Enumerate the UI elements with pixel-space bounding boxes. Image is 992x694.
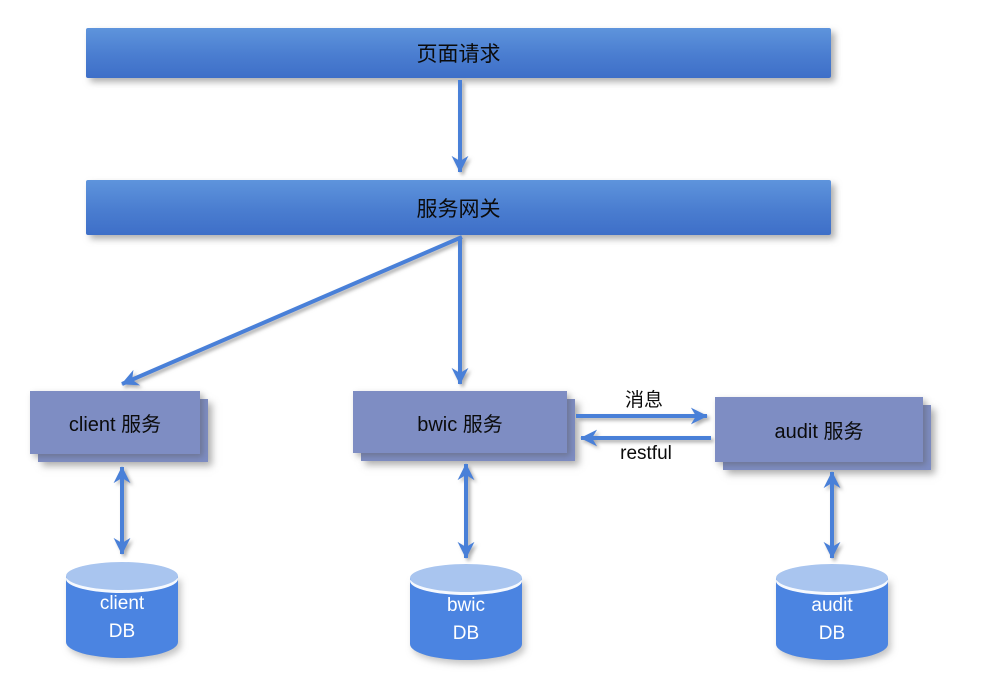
client-service-label: client 服务 bbox=[68, 414, 162, 436]
bwic-service-label: bwic 服务 bbox=[417, 413, 503, 436]
client-db-suffix: DB bbox=[108, 621, 136, 642]
gateway-bar: 服务网关 bbox=[86, 180, 831, 235]
bwic-db-cylinder: bwic DB bbox=[410, 564, 522, 660]
audit-db-cylinder: audit DB bbox=[776, 564, 888, 660]
arrow-gateway-to-client bbox=[121, 235, 463, 386]
bwic-db-top-ellipse bbox=[410, 564, 522, 592]
message-edge-label: 消息 bbox=[624, 390, 663, 411]
audit-service-label: audit 服务 bbox=[774, 421, 864, 443]
bwic-db-label: bwic DB bbox=[410, 592, 522, 648]
audit-service-box: audit 服务 bbox=[715, 397, 923, 462]
client-db-cylinder: client DB bbox=[66, 562, 178, 658]
audit-db-name: audit bbox=[811, 595, 853, 616]
bwic-db-suffix: DB bbox=[452, 623, 480, 644]
page-request-label: 页面请求 bbox=[416, 43, 501, 66]
page-request-bar: 页面请求 bbox=[86, 28, 831, 78]
bwic-db-name: bwic bbox=[446, 595, 485, 616]
gateway-label: 服务网关 bbox=[416, 197, 501, 221]
bwic-service-box: bwic 服务 bbox=[353, 391, 567, 453]
audit-db-label: audit DB bbox=[776, 592, 888, 648]
audit-db-top-ellipse bbox=[776, 564, 888, 592]
client-db-top-ellipse bbox=[66, 562, 178, 590]
restful-edge-label: restful bbox=[620, 443, 672, 464]
audit-db-suffix: DB bbox=[818, 623, 846, 644]
client-db-label: client DB bbox=[66, 590, 178, 646]
client-service-box: client 服务 bbox=[30, 391, 200, 454]
client-db-name: client bbox=[99, 593, 145, 614]
